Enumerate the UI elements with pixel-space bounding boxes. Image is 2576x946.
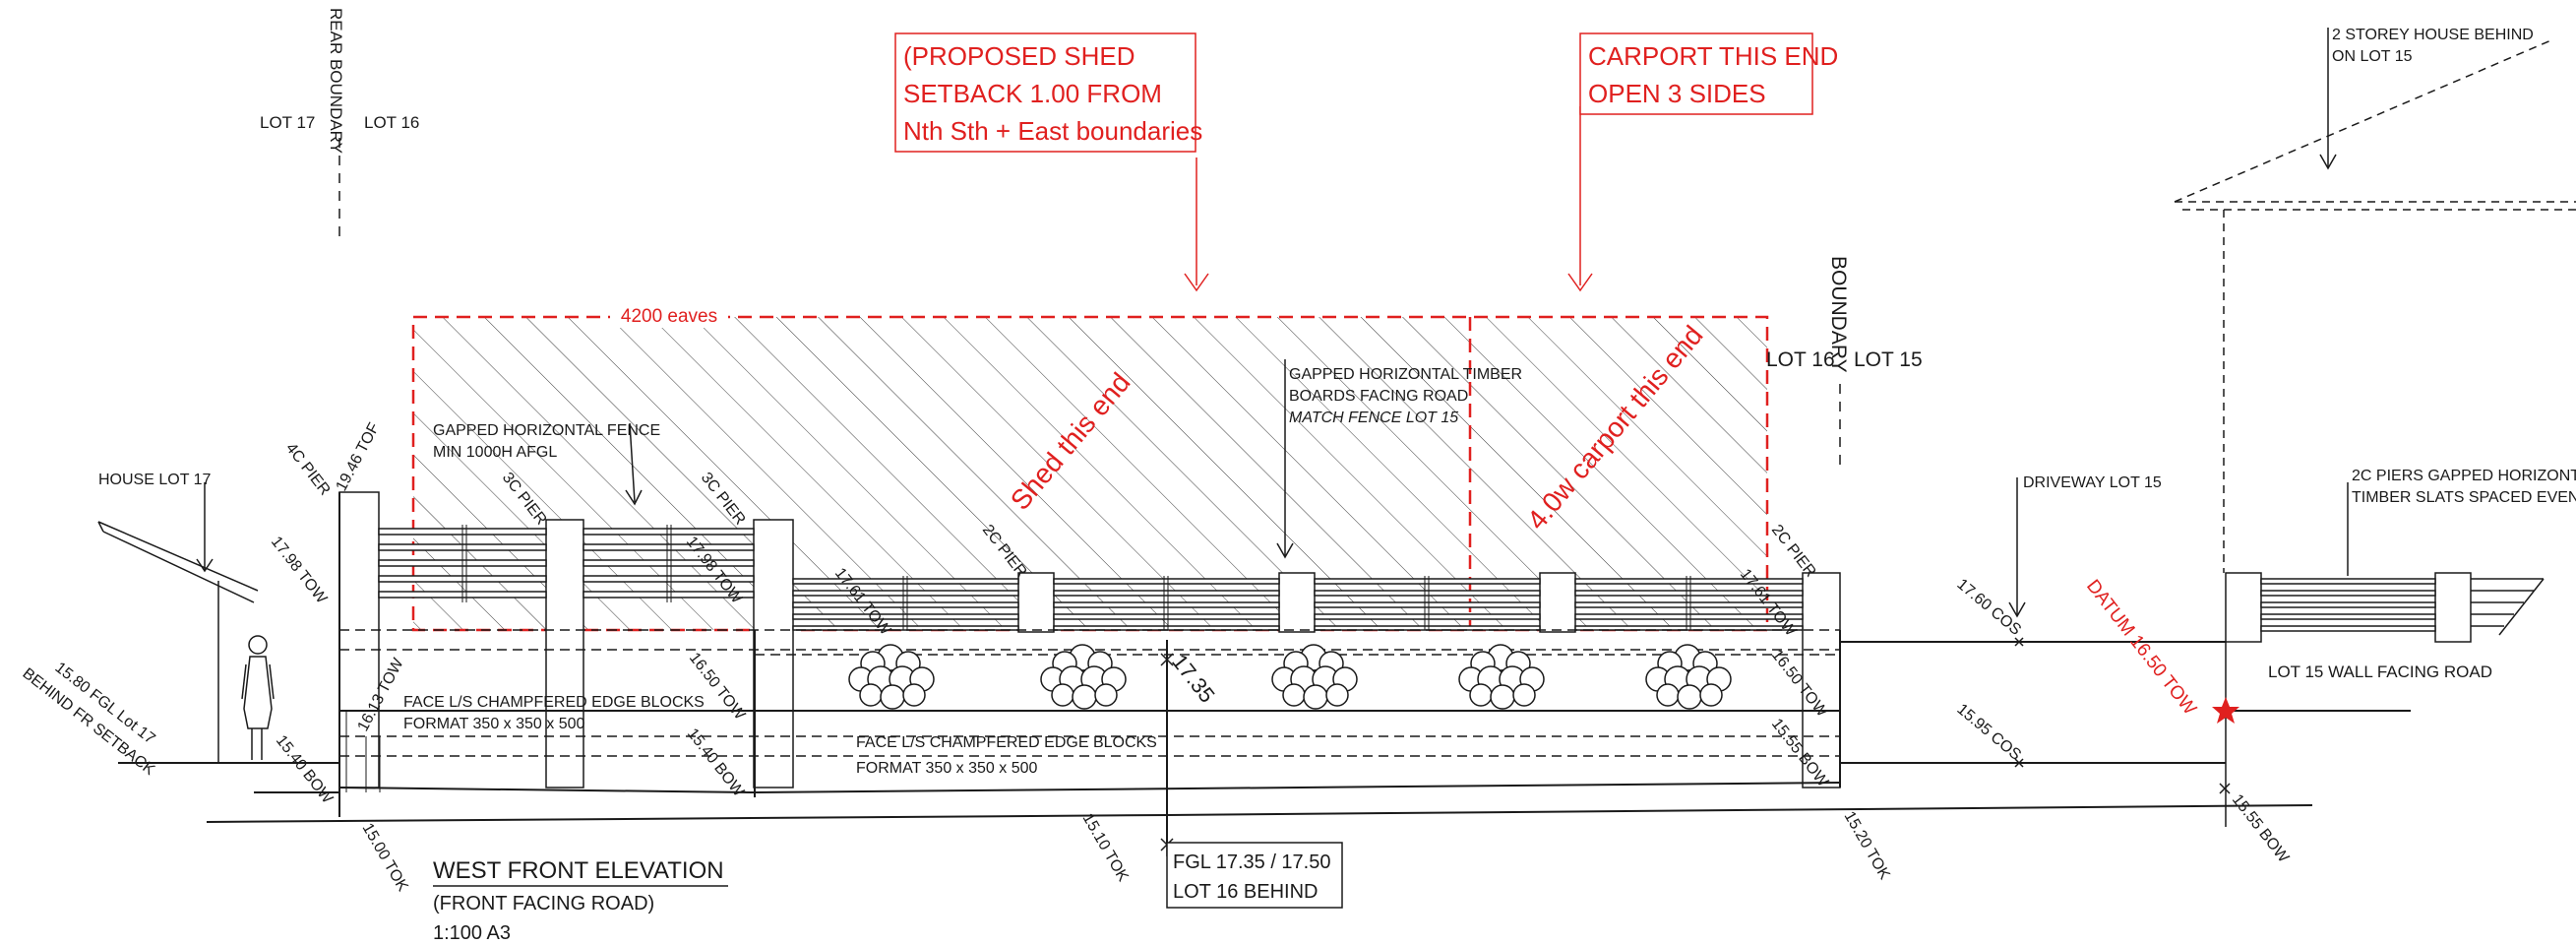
fgl-box <box>1166 842 1343 909</box>
shed-note-line2: SETBACK 1.00 FROM <box>903 79 1162 108</box>
rear-boundary-label: REAR BOUNDARY <box>327 8 345 154</box>
level-pier-2c-b: 2C PIER <box>1768 522 1819 581</box>
face-blocks-lower-line2: FORMAT 350 x 350 x 500 <box>856 760 1037 777</box>
lot15-wall-label: LOT 15 WALL FACING ROAD <box>2268 662 2492 681</box>
spot-level-1735: 17.35 <box>1167 650 1220 708</box>
face-blocks-upper-line1: FACE L/S CHAMPFERED EDGE BLOCKS <box>403 694 705 711</box>
face-blocks-lower-line1: FACE L/S CHAMPFERED EDGE BLOCKS <box>856 734 1157 751</box>
datum-label: DATUM 16.50 TOW <box>2082 576 2200 719</box>
timber-boards-line1: GAPPED HORIZONTAL TIMBER <box>1289 366 1522 383</box>
face-blocks-upper-line2: FORMAT 350 x 350 x 500 <box>403 716 584 732</box>
level-tok-1510: 15.10 TOK <box>1079 811 1132 885</box>
level-tof-1946: 19.46 TOF <box>334 420 384 494</box>
rear-boundary-right: LOT 16 <box>364 113 419 132</box>
house-behind-line1: 2 STOREY HOUSE BEHIND <box>2332 27 2534 43</box>
level-cos-1595: 15.95 COS <box>1953 701 2024 764</box>
side-boundary-left: LOT 16 <box>1766 348 1835 371</box>
house-behind-line2: ON LOT 15 <box>2332 48 2413 65</box>
side-boundary-label: BOUNDARY <box>1827 256 1850 373</box>
piers-right-line1: 2C PIERS GAPPED HORIZONTAL <box>2352 468 2576 484</box>
side-boundary-right: LOT 15 <box>1854 348 1923 371</box>
house-behind <box>2174 38 2576 573</box>
level-cos-1760: 17.60 COS <box>1953 576 2024 639</box>
level-tow-1650-a: 16.50 TOW <box>686 650 749 724</box>
carport-note-line2: OPEN 3 SIDES <box>1588 79 1766 108</box>
boundary-lines <box>338 138 1841 473</box>
timber-boards-line2: BOARDS FACING ROAD <box>1289 388 1468 405</box>
carport-note-box <box>1579 32 1813 115</box>
level-tow-1798-a: 17.98 TOW <box>268 534 331 607</box>
fence-left-line2: MIN 1000H AFGL <box>433 444 557 461</box>
rear-boundary-left: LOT 17 <box>260 113 315 132</box>
carport-note-line1: CARPORT THIS END <box>1588 41 1838 71</box>
drawing-title: WEST FRONT ELEVATION <box>433 857 724 884</box>
fgl-box-line2: LOT 16 BEHIND <box>1173 881 1318 903</box>
fgl-box-line1: FGL 17.35 / 17.50 <box>1173 851 1330 873</box>
fence-left <box>338 491 794 788</box>
datum-marker <box>2212 697 2239 724</box>
fence-left-line1: GAPPED HORIZONTAL FENCE <box>433 422 660 439</box>
level-tok-1500: 15.00 TOK <box>359 821 411 895</box>
timber-boards-line3: MATCH FENCE LOT 15 <box>1289 410 1458 426</box>
eaves-dimension: 4200 eaves <box>621 306 717 327</box>
house-lot17 <box>97 521 259 763</box>
house-lot17-label: HOUSE LOT 17 <box>98 472 212 488</box>
level-tok-1520: 15.20 TOK <box>1841 809 1893 883</box>
shed-note-line3: Nth Sth + East boundaries <box>903 116 1202 146</box>
level-bow-1555-b: 15.55 BOW <box>2229 791 2293 866</box>
ground-lines <box>118 641 2411 823</box>
level-bow-1540-a: 15.40 BOW <box>273 732 337 807</box>
driveway-label: DRIVEWAY LOT 15 <box>2023 474 2162 491</box>
level-pier-4c: 4C PIER <box>282 440 334 499</box>
human-figure <box>241 635 275 760</box>
piers-right-line2: TIMBER SLATS SPACED EVENLY <box>2352 489 2576 506</box>
shed-note-box <box>894 32 1196 153</box>
shed-note-line1: (PROPOSED SHED <box>903 41 1135 71</box>
drawing-scale: 1:100 A3 <box>433 922 511 944</box>
lot15-wall <box>2225 572 2545 827</box>
drawing-subtitle: (FRONT FACING ROAD) <box>433 893 654 914</box>
shrub <box>1040 644 1127 710</box>
